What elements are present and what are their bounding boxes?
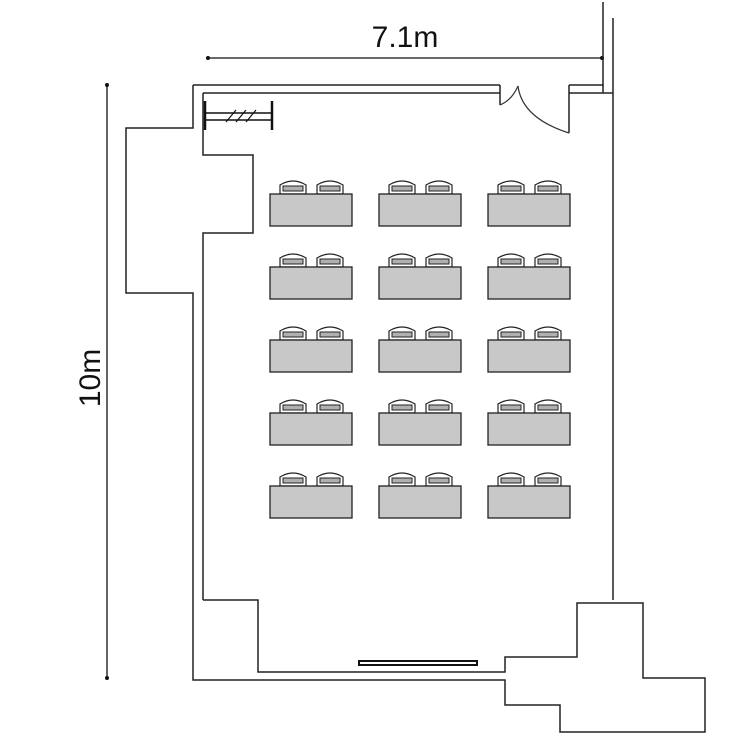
desk xyxy=(269,193,353,227)
chair xyxy=(534,180,562,195)
desk xyxy=(487,193,571,227)
height-dimension: 10m xyxy=(74,83,109,680)
desk xyxy=(378,266,462,300)
desk-grid xyxy=(269,180,571,519)
desk-unit xyxy=(378,180,462,227)
chair xyxy=(534,472,562,487)
desk xyxy=(487,485,571,519)
desk-unit xyxy=(269,253,353,300)
desk xyxy=(487,412,571,446)
desk xyxy=(487,266,571,300)
chair xyxy=(388,253,416,268)
coat-rack xyxy=(203,101,274,130)
desk-unit xyxy=(378,399,462,446)
desk-unit xyxy=(269,326,353,373)
desk-unit xyxy=(378,253,462,300)
chair xyxy=(534,399,562,414)
chair xyxy=(425,253,453,268)
desk xyxy=(378,339,462,373)
room-walls xyxy=(125,2,706,733)
desk xyxy=(378,193,462,227)
chair xyxy=(425,399,453,414)
chair xyxy=(425,326,453,341)
chair xyxy=(497,253,525,268)
desk-unit xyxy=(487,253,571,300)
desk-unit xyxy=(487,180,571,227)
width-dimension: 7.1m xyxy=(206,21,604,60)
whiteboard xyxy=(358,660,478,666)
desk xyxy=(269,266,353,300)
chair xyxy=(388,399,416,414)
desk-unit xyxy=(269,180,353,227)
desk xyxy=(378,485,462,519)
chair xyxy=(534,253,562,268)
chair xyxy=(316,472,344,487)
desk xyxy=(269,412,353,446)
desk-unit xyxy=(269,399,353,446)
chair xyxy=(388,472,416,487)
chair xyxy=(534,326,562,341)
chair xyxy=(316,180,344,195)
desk xyxy=(269,485,353,519)
width-label: 7.1m xyxy=(372,21,439,54)
chair xyxy=(279,399,307,414)
chair xyxy=(497,180,525,195)
desk-unit xyxy=(378,472,462,519)
chair xyxy=(316,399,344,414)
height-label: 10m xyxy=(74,349,107,407)
chair xyxy=(279,472,307,487)
desk-unit xyxy=(378,326,462,373)
chair xyxy=(388,180,416,195)
desk-unit xyxy=(487,399,571,446)
chair xyxy=(279,180,307,195)
chair xyxy=(497,399,525,414)
chair xyxy=(425,472,453,487)
chair xyxy=(497,472,525,487)
chair xyxy=(279,326,307,341)
chair xyxy=(316,326,344,341)
desk-unit xyxy=(487,326,571,373)
chair xyxy=(497,326,525,341)
chair xyxy=(316,253,344,268)
desk-unit xyxy=(269,472,353,519)
desk-unit xyxy=(487,472,571,519)
chair xyxy=(388,326,416,341)
desk xyxy=(378,412,462,446)
chair xyxy=(279,253,307,268)
desk xyxy=(487,339,571,373)
door xyxy=(499,85,570,134)
chair xyxy=(425,180,453,195)
desk xyxy=(269,339,353,373)
